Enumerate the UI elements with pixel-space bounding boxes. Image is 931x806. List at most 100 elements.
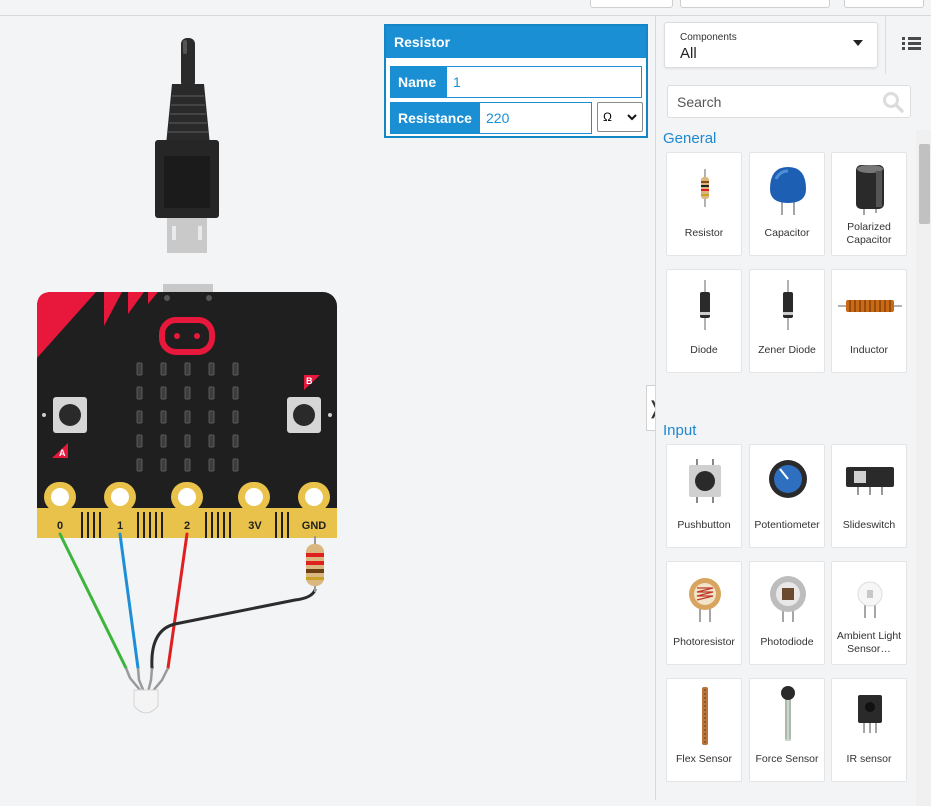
component-card-inductor[interactable]: Inductor [831,269,907,373]
component-name: Capacitor [764,227,810,239]
led-pixel [160,458,167,472]
component-card-photodiode[interactable]: Photodiode [749,561,825,665]
capacitor-icon [770,167,806,215]
led-pixel [136,458,143,472]
name-label: Name [390,66,446,98]
led-pixel [232,410,239,424]
component-name: Force Sensor [755,753,819,765]
component-name: Diode [690,344,718,356]
wire-blue[interactable] [118,532,140,670]
component-card-diode[interactable]: Diode [666,269,742,373]
component-name: IR sensor [846,753,892,765]
led-pixel [136,410,143,424]
potentiometer-icon [769,460,807,498]
components-dropdown-label: Components [680,32,737,43]
pin-gnd-label: GND [302,520,327,532]
photoresistor-icon [689,578,721,622]
component-card-resistor[interactable]: Resistor [666,152,742,256]
ir-sensor-icon [858,695,882,733]
resistance-row: Resistance 220 [390,102,592,134]
led-pixel [208,362,215,376]
microbit-board[interactable]: A B [37,284,337,538]
pin-2-label: 2 [184,520,190,532]
pin-0-label: 0 [57,520,63,532]
led-pixel [136,362,143,376]
component-name: Zener Diode [758,344,816,356]
unit-value: Ω [603,110,612,124]
led-pixel [184,434,191,448]
component-card-ir-sensor[interactable]: IR sensor [831,678,907,782]
photodiode-icon [770,576,806,622]
component-name: Photodiode [760,636,814,648]
wires[interactable] [58,532,317,670]
search-input[interactable]: Search [667,85,911,118]
component-card-pushbutton[interactable]: Pushbutton [666,444,742,548]
wire-black[interactable] [150,588,317,670]
button-a-label: A [59,448,66,458]
component-card-polarized-capacitor[interactable]: Polarized Capacitor [831,152,907,256]
led-pixel [184,386,191,400]
ambient-light-sensor-icon [857,581,883,618]
list-view-button[interactable] [885,16,931,74]
led-pixel [232,362,239,376]
led-pixel [160,386,167,400]
resistance-field[interactable]: 220 [479,102,592,134]
component-name: Inductor [850,344,888,356]
toolbar-button[interactable] [680,0,830,8]
led-pixel [160,434,167,448]
scrollbar-thumb[interactable] [919,144,930,224]
led-pixel [208,458,215,472]
pin-1-label: 1 [117,520,123,532]
led-pixel [208,434,215,448]
component-name: Photoresistor [673,636,735,648]
component-card-capacitor[interactable]: Capacitor [749,152,825,256]
component-card-zener-diode[interactable]: Zener Diode [749,269,825,373]
diode-icon [700,280,710,330]
slideswitch-icon [846,467,894,495]
led-pixel [160,362,167,376]
list-icon [902,37,921,50]
pushbutton-icon [689,459,721,503]
component-card-slideswitch[interactable]: Slideswitch [831,444,907,548]
name-field[interactable]: 1 [446,66,642,98]
led-pixel [184,458,191,472]
rgb-led[interactable] [124,667,170,714]
component-card-force-sensor[interactable]: Force Sensor [749,678,825,782]
led-pixel [208,386,215,400]
components-dropdown-value: All [680,45,697,62]
wire-red[interactable] [166,532,189,670]
toolbar-button[interactable] [844,0,924,8]
component-name: Potentiometer [754,519,820,531]
led-pixel [136,434,143,448]
section-general-title: General [663,130,717,147]
component-list: General Resistor Capacitor [662,130,916,790]
led-pixel [232,434,239,448]
toolbar-button[interactable] [590,0,673,8]
component-name: Flex Sensor [675,753,733,765]
component-card-flex-sensor[interactable]: Flex Sensor [666,678,742,782]
component-name: Resistor [684,227,724,239]
wire-green[interactable] [58,532,128,670]
workplane-canvas[interactable]: A B [0,16,655,800]
components-dropdown[interactable]: Components All [664,22,878,68]
flex-sensor-icon [702,687,708,745]
component-list-scrollbar[interactable] [916,130,931,806]
led-pixel [184,362,191,376]
component-name: Ambient Light Sensor… [836,630,902,655]
resistor-component[interactable] [306,536,324,592]
chevron-down-icon [627,114,637,121]
component-name: Polarized Capacitor [846,221,892,246]
resistance-unit-select[interactable]: Ω [597,102,643,132]
component-card-ambient-light-sensor[interactable]: Ambient Light Sensor… [831,561,907,665]
led-pixel [208,410,215,424]
led-pixel [160,410,167,424]
led-pixel [232,458,239,472]
component-name: Slideswitch [842,519,896,531]
usb-cable[interactable] [155,38,219,253]
name-row: Name 1 [390,66,642,98]
inspector-title: Resistor [386,26,646,58]
led-pixel [232,386,239,400]
component-card-potentiometer[interactable]: Potentiometer [749,444,825,548]
pin-3v-label: 3V [248,520,262,532]
component-card-photoresistor[interactable]: Photoresistor [666,561,742,665]
